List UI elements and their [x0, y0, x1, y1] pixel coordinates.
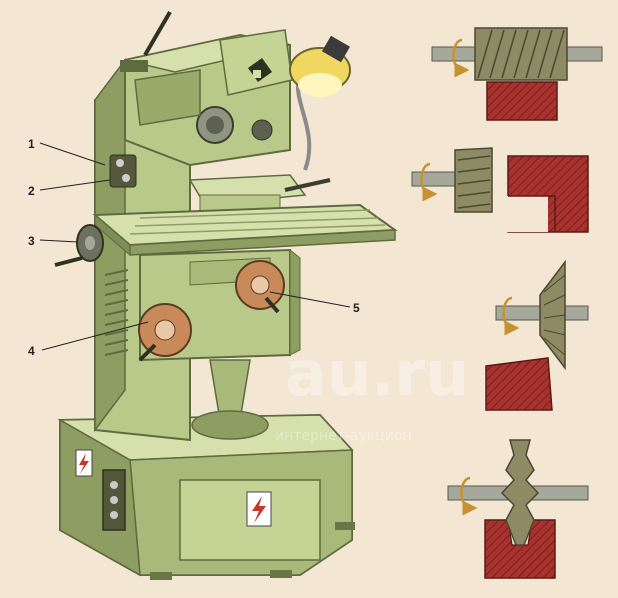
rotation-arrow-icon — [420, 162, 438, 202]
rotation-arrow-icon — [502, 296, 520, 336]
rotation-arrow-icon — [460, 476, 478, 516]
watermark: au.ru интернет-аукцион — [275, 337, 469, 444]
high-voltage-icon — [75, 449, 93, 477]
high-voltage-icon — [246, 491, 272, 527]
callout-5: 5 — [269, 291, 360, 315]
workpiece-block — [485, 357, 553, 411]
machine-table — [92, 203, 398, 257]
callout-label: 1 — [28, 137, 35, 151]
callout-label: 2 — [28, 184, 35, 198]
workpiece-block — [486, 81, 558, 121]
cutter-detail-form — [447, 439, 589, 579]
cutter-detail-angle — [485, 259, 589, 411]
machine-base — [57, 413, 355, 580]
handwheel-cross — [235, 260, 285, 314]
cutter-detail-end-mill — [411, 147, 589, 233]
callout-label: 4 — [28, 344, 35, 358]
callout-label: 5 — [353, 301, 360, 315]
rotation-arrow-icon — [452, 38, 470, 78]
callout-1: 1 — [28, 137, 106, 166]
work-lamp — [289, 35, 351, 171]
watermark-sub: интернет-аукцион — [275, 428, 412, 444]
callout-4: 4 — [28, 321, 149, 358]
callouts: 1 2 3 4 5 — [28, 137, 360, 358]
callout-3: 3 — [28, 234, 79, 248]
handwheel-knee — [138, 303, 192, 362]
handwheel-table — [54, 224, 104, 267]
callout-label: 3 — [28, 234, 35, 248]
watermark-main: au.ru — [285, 337, 469, 410]
machine-pedestal — [191, 359, 269, 440]
callout-2: 2 — [28, 179, 111, 198]
machine-head — [120, 10, 293, 167]
milling-machine — [54, 10, 398, 580]
cutter-detail-cylindrical — [431, 27, 603, 121]
